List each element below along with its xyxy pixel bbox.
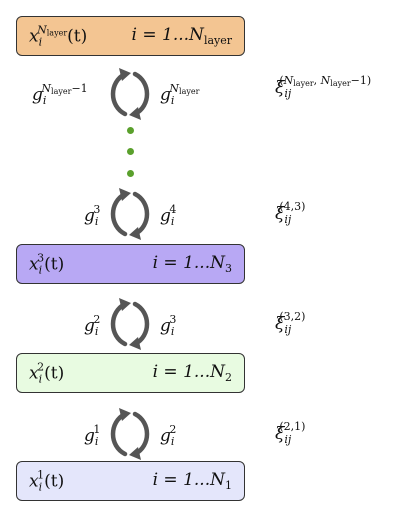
layer-2-variable: xi2(t)	[29, 360, 65, 386]
arc-down	[110, 411, 128, 457]
ellipsis-dot	[127, 148, 134, 155]
coupling-43-cycle-arrows	[110, 188, 150, 240]
arrowhead-bottom	[129, 227, 141, 240]
layer-box-1: xi1(t) i = 1...N1	[16, 461, 245, 501]
layer-top-range: i = 1...Nlayer	[131, 25, 232, 47]
coupling-32-cycle-arrows	[110, 298, 150, 350]
layer-box-top: xiNlayer(t) i = 1...Nlayer	[16, 16, 245, 56]
arrowhead-bottom	[129, 107, 141, 120]
coupling-21-left-label: gi1	[84, 423, 101, 448]
arc-down	[110, 71, 128, 117]
layer-3-variable: xi3(t)	[29, 251, 65, 277]
arc-up	[132, 301, 150, 347]
arrowhead-top	[119, 68, 131, 81]
arc-down	[110, 301, 128, 347]
arc-up	[132, 71, 150, 117]
arc-up	[132, 411, 150, 457]
coupling-21-right-label: gi2	[160, 423, 177, 448]
layer-1-range: i = 1...N1	[152, 470, 232, 492]
ellipsis-dot	[127, 127, 134, 134]
layer-2-range: i = 1...N2	[152, 362, 232, 384]
arrowhead-bottom	[129, 337, 141, 350]
arc-up	[132, 191, 150, 237]
coupling-top-xi: ξij(Nlayer, Nlayer−1)	[275, 74, 372, 100]
arrowhead-top	[119, 298, 131, 311]
coupling-43-xi: ξij(4,3)	[275, 200, 306, 226]
layer-box-2: xi2(t) i = 1...N2	[16, 353, 245, 393]
coupling-32-xi: ξij(3,2)	[275, 310, 306, 336]
coupling-top-right-label: giNlayer	[160, 82, 200, 107]
coupling-top-left-label: giNlayer−1	[32, 82, 88, 107]
layer-3-range: i = 1...N3	[152, 253, 232, 275]
layer-top-variable: xiNlayer(t)	[29, 23, 88, 49]
arrowhead-top	[119, 408, 131, 421]
coupling-32-left-label: gi2	[84, 313, 101, 338]
coupling-top-cycle-arrows	[110, 68, 150, 120]
layer-box-3: xi3(t) i = 1...N3	[16, 244, 245, 284]
coupling-43-left-label: gi3	[84, 203, 101, 228]
layer-1-variable: xi1(t)	[29, 468, 65, 494]
arrowhead-bottom	[129, 447, 141, 460]
coupling-21-cycle-arrows	[110, 408, 150, 460]
coupling-43-right-label: gi4	[160, 203, 177, 228]
arc-down	[110, 191, 128, 237]
arrowhead-top	[119, 188, 131, 201]
ellipsis-dot	[127, 170, 134, 177]
coupling-21-xi: ξij(2,1)	[275, 420, 306, 446]
coupling-32-right-label: gi3	[160, 313, 177, 338]
